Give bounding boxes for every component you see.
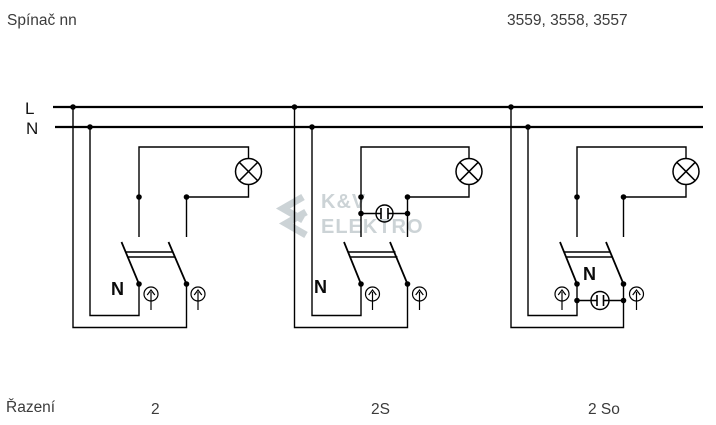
switch-rocker-link [125, 251, 175, 258]
lamp-icon [455, 157, 483, 186]
switch-rocker-link [564, 251, 613, 258]
diagram-3-neutral-label: N [583, 264, 596, 284]
product-numbers: 3559, 3558, 3557 [507, 12, 628, 29]
terminal-icon [628, 286, 645, 310]
terminal-icon [364, 286, 381, 310]
diagram-2-code: 2S [371, 401, 390, 418]
terminal-icon [554, 286, 570, 310]
diagram-3 [508, 104, 700, 329]
razeni-label: Řazení [6, 399, 56, 416]
wires [72, 107, 250, 329]
glow-lamp-icon [375, 204, 394, 223]
terminal-icon [411, 286, 428, 310]
diagram-1 [70, 104, 263, 329]
watermark-logo-icon [275, 193, 308, 239]
lamp-icon [234, 157, 263, 186]
diagram-1-neutral-label: N [111, 279, 124, 299]
double-pole-switch-icon [343, 241, 409, 285]
diagram-2-neutral-label: N [314, 277, 327, 297]
diagram-3-code: 2 So [588, 401, 620, 418]
supply-bus-lines [53, 105, 703, 129]
bus-l-label: L [25, 99, 35, 118]
switch-contacts [120, 241, 188, 285]
lamp-icon [672, 157, 700, 186]
terminal-icon [190, 286, 206, 310]
switch-rocker-link [348, 251, 398, 258]
junction-dots [508, 104, 627, 304]
terminal-icon [143, 286, 159, 310]
page-title: Spínač nn [7, 12, 77, 29]
diagram-2 [291, 104, 483, 329]
wires [293, 107, 470, 329]
glow-lamp-icon [590, 290, 610, 311]
switch-contacts [559, 241, 625, 285]
junction-dots [291, 104, 411, 287]
double-pole-switch-icon [120, 241, 188, 285]
diagram-1-code: 2 [151, 401, 160, 418]
watermark-line2: ELEKTRO [321, 216, 424, 238]
wires [510, 107, 687, 329]
double-pole-switch-icon [559, 241, 625, 285]
bus-n-label: N [26, 119, 39, 138]
watermark: K&V ELEKTRO [321, 190, 424, 240]
switch-contacts [343, 241, 409, 285]
junction-dots [70, 104, 190, 287]
watermark-line1: K&V [321, 191, 367, 213]
